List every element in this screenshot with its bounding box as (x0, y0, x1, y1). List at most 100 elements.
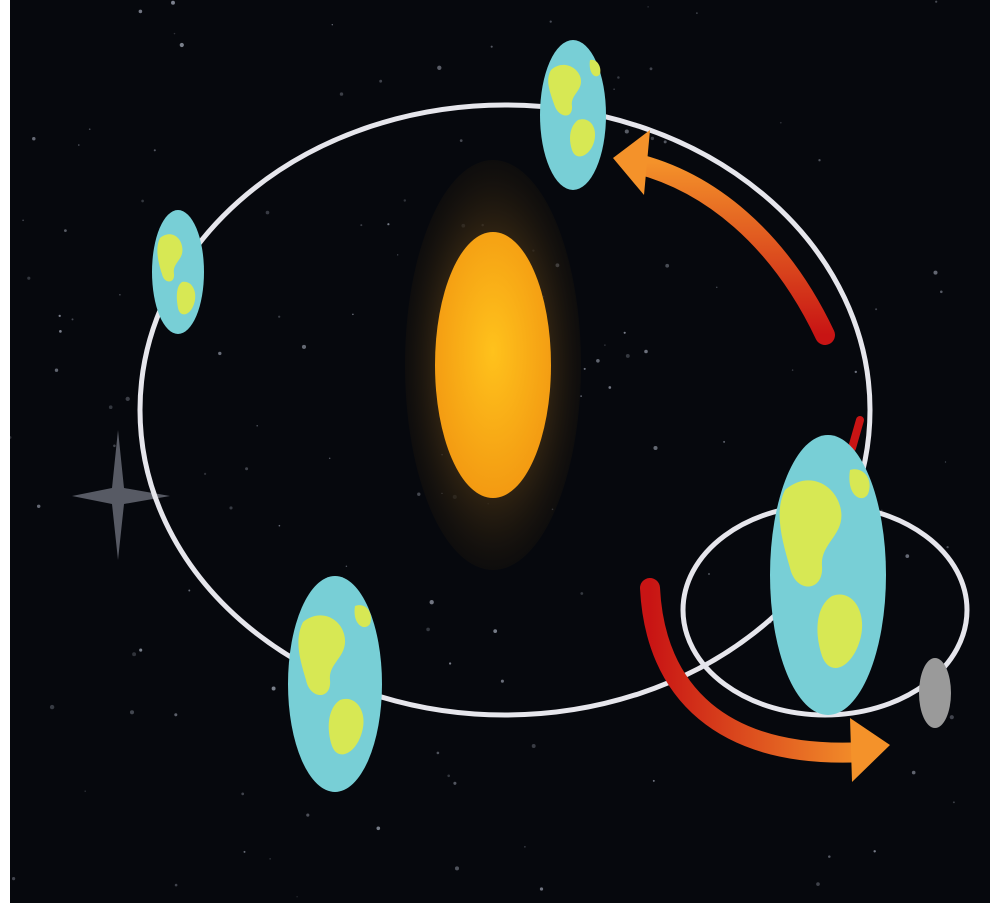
star (175, 884, 178, 887)
star (180, 43, 184, 47)
star (935, 1, 937, 3)
star (376, 826, 380, 830)
star (665, 264, 669, 268)
star (417, 493, 420, 496)
star (437, 66, 441, 70)
star (279, 525, 281, 527)
star (873, 850, 875, 852)
star (22, 220, 24, 222)
star (72, 318, 74, 320)
star (604, 344, 605, 345)
star (550, 20, 552, 22)
star (139, 649, 142, 652)
star (493, 629, 497, 633)
star (881, 510, 882, 511)
star (141, 200, 144, 203)
star (491, 46, 493, 48)
star (12, 877, 15, 880)
star (828, 855, 831, 858)
star (139, 10, 143, 14)
star (532, 744, 536, 748)
star (696, 12, 698, 14)
star (266, 211, 270, 215)
star (89, 128, 91, 130)
earth-bottom-left (288, 576, 382, 792)
star (953, 801, 955, 803)
star (653, 780, 655, 782)
star (460, 139, 463, 142)
star (218, 352, 221, 355)
star (404, 199, 406, 201)
star (455, 866, 459, 870)
star (453, 782, 456, 785)
star (346, 565, 348, 567)
star (397, 254, 398, 255)
star (584, 368, 586, 370)
star (340, 92, 343, 95)
star (78, 144, 80, 146)
star (625, 129, 629, 133)
star (650, 67, 653, 70)
space-scene (10, 0, 990, 903)
star (241, 793, 244, 796)
star (905, 554, 909, 558)
star (188, 590, 190, 592)
star (204, 473, 206, 475)
star (245, 467, 248, 470)
star (119, 294, 121, 296)
star (126, 397, 130, 401)
star (437, 752, 440, 755)
star (113, 445, 116, 448)
star (912, 771, 916, 775)
star (647, 6, 648, 7)
star (256, 425, 258, 427)
star (278, 316, 280, 318)
star (580, 592, 583, 595)
star (64, 229, 67, 232)
star (653, 446, 657, 450)
star (59, 315, 61, 317)
star (109, 405, 113, 409)
star (379, 80, 382, 83)
star (723, 441, 725, 443)
earth-right (770, 435, 886, 715)
star (449, 662, 451, 664)
star (447, 774, 450, 777)
star (580, 395, 581, 396)
star (524, 846, 525, 847)
star (59, 330, 62, 333)
star (132, 652, 136, 656)
earth-left (152, 210, 204, 334)
star (816, 882, 820, 886)
earth-top (540, 40, 606, 190)
star (596, 359, 600, 363)
star (272, 687, 276, 691)
star (430, 600, 434, 604)
star (946, 546, 948, 548)
star (945, 461, 946, 462)
sun (435, 232, 551, 498)
star (360, 224, 362, 226)
star (130, 710, 134, 714)
star (855, 371, 857, 373)
star (332, 24, 333, 25)
star (708, 573, 710, 575)
star (875, 308, 877, 310)
star (269, 858, 270, 859)
star (229, 506, 232, 509)
star (329, 458, 330, 459)
star (624, 332, 626, 334)
star (617, 76, 620, 79)
star (387, 223, 389, 225)
star (501, 680, 504, 683)
star (933, 271, 937, 275)
star (171, 1, 175, 5)
star (32, 137, 35, 140)
star (27, 277, 30, 280)
star (608, 386, 611, 389)
star (296, 896, 297, 897)
star (37, 505, 40, 508)
star (174, 33, 175, 34)
star (716, 287, 717, 288)
star (302, 345, 306, 349)
